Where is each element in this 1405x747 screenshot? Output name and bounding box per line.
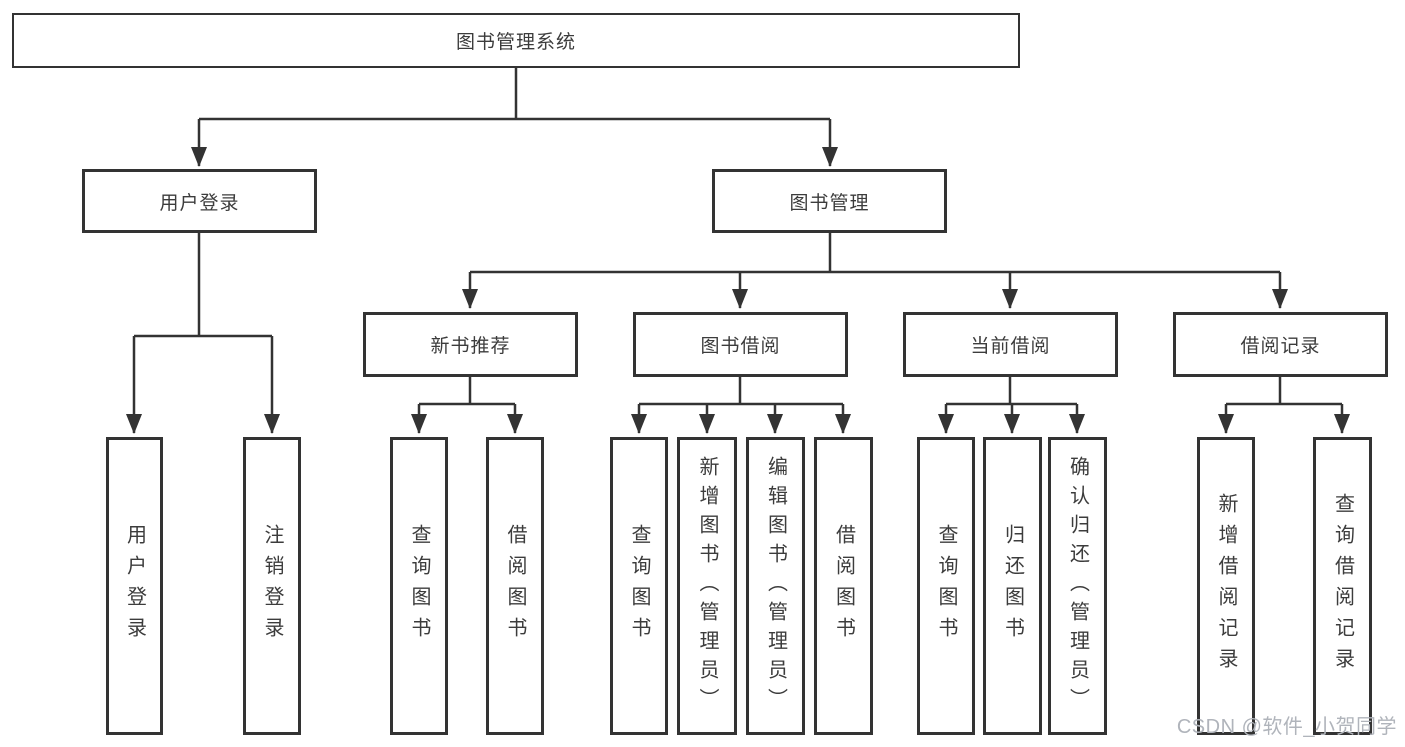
- node-cb-return-books: 归还图书: [983, 437, 1042, 735]
- node-label: 查询图书: [408, 524, 430, 648]
- node-borrow-records: 借阅记录: [1173, 312, 1388, 377]
- node-book-management: 图书管理: [712, 169, 947, 233]
- node-cb-query-books: 查询图书: [917, 437, 975, 735]
- node-label: 编辑图书（管理员）: [764, 455, 787, 717]
- node-nb-query-books: 查询图书: [390, 437, 448, 735]
- node-label: 注销登录: [261, 524, 283, 648]
- node-logout-leaf: 注销登录: [243, 437, 301, 735]
- connector-path: [134, 68, 1342, 406]
- node-label: 借阅图书: [832, 524, 855, 648]
- watermark-text: CSDN @软件_小贺同学: [1176, 716, 1397, 738]
- node-label: 用户登录: [123, 524, 146, 648]
- node-bb-borrow-books: 借阅图书: [814, 437, 873, 735]
- node-label: 图书管理系统: [455, 32, 576, 53]
- node-label: 确认归还（管理员）: [1066, 455, 1089, 717]
- node-label: 查询借阅记录: [1331, 493, 1354, 679]
- node-label: 查询图书: [628, 524, 650, 648]
- node-label: 借阅图书: [504, 524, 526, 648]
- node-label: 新书推荐: [430, 336, 511, 357]
- node-label: 查询图书: [935, 524, 957, 648]
- node-nb-borrow-books: 借阅图书: [486, 437, 544, 735]
- node-user-login: 用户登录: [82, 169, 317, 233]
- node-label: 用户登录: [159, 192, 240, 214]
- node-br-add-record: 新增借阅记录: [1197, 437, 1255, 735]
- node-label: 新增图书（管理员）: [696, 455, 718, 717]
- node-current-borrow: 当前借阅: [903, 312, 1118, 377]
- node-label: 图书管理: [789, 192, 870, 214]
- node-label: 当前借阅: [970, 336, 1051, 357]
- node-new-book-recommend: 新书推荐: [363, 312, 578, 377]
- node-label: 归还图书: [1001, 524, 1024, 648]
- node-bb-query-books: 查询图书: [610, 437, 668, 735]
- node-library-management-system: 图书管理系统: [12, 13, 1020, 68]
- node-book-borrow: 图书借阅: [633, 312, 848, 377]
- node-cb-confirm-return-admin: 确认归还（管理员）: [1048, 437, 1107, 735]
- node-bb-add-books-admin: 新增图书（管理员）: [677, 437, 737, 735]
- node-bb-edit-books-admin: 编辑图书（管理员）: [746, 437, 805, 735]
- node-label: 图书借阅: [700, 336, 781, 357]
- node-label: 借阅记录: [1240, 336, 1321, 357]
- node-user-login-leaf: 用户登录: [106, 437, 163, 735]
- node-br-query-record: 查询借阅记录: [1313, 437, 1372, 735]
- node-label: 新增借阅记录: [1215, 493, 1237, 679]
